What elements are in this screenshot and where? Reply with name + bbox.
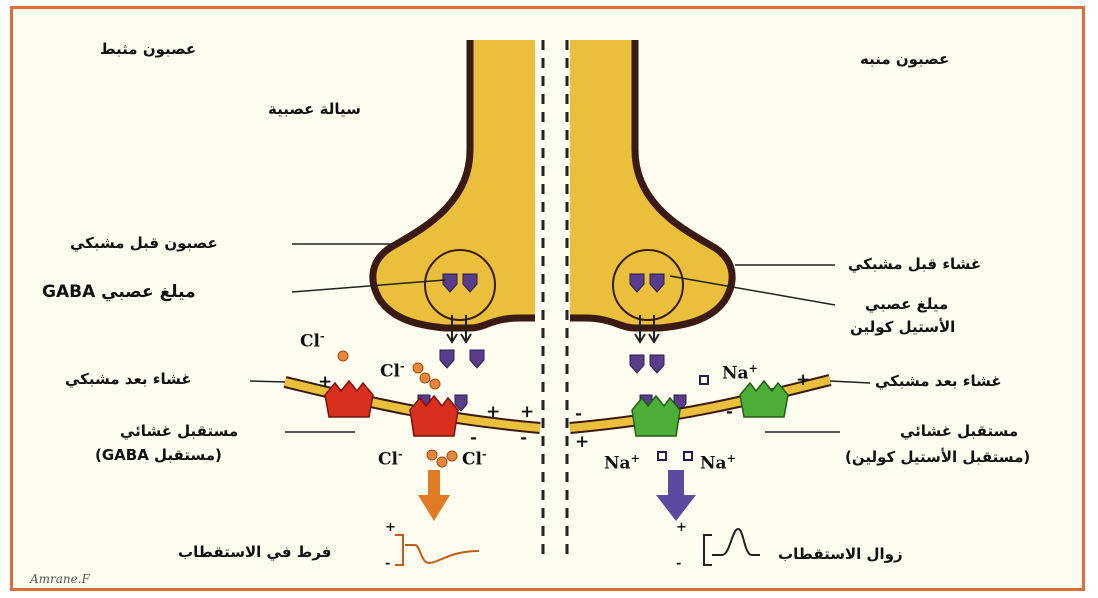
trace-plus-left: + — [385, 520, 396, 535]
label-membrane-receptor-left-2: (مستقبل GABA) — [95, 446, 222, 464]
gaba-receptor-2 — [410, 396, 458, 436]
hyperpolarization-trace — [395, 535, 479, 565]
label-presynaptic-membrane: غشاء قبل مشبكي — [848, 255, 981, 273]
depolarization-trace — [704, 529, 760, 565]
ion-na-inside-2: Na+ — [700, 452, 736, 474]
label-depolarization: زوال الاستقطاب — [778, 545, 903, 563]
ion-cl-inside-1: Cl- — [378, 448, 403, 470]
charge-minus-4: - — [726, 402, 733, 422]
trace-minus-left: - — [385, 556, 390, 571]
label-inhibitory-neuron: عصبون مثبط — [100, 40, 196, 58]
label-ach-transmitter-2: الأستيل كولين — [850, 318, 955, 336]
label-nerve-fluid: سيالة عصبية — [268, 100, 361, 118]
label-hyperpolarization: فرط في الاستقطاب — [178, 543, 331, 561]
label-gaba-transmitter: ميلغ عصبي GABA — [42, 282, 196, 302]
ach-receptor-1 — [632, 396, 680, 436]
ion-cl-inside-2: Cl- — [462, 448, 487, 470]
ion-cl-cleft: Cl- — [380, 360, 405, 382]
charge-minus-2: - — [520, 428, 527, 448]
label-membrane-receptor-left-1: مستقبل غشائي — [120, 422, 238, 440]
charge-plus-4: + — [575, 432, 589, 452]
charge-plus-5: + — [796, 370, 810, 390]
signature: Amrane.F — [30, 572, 90, 586]
charge-minus-1: - — [470, 428, 477, 448]
charge-minus-3: - — [575, 404, 582, 424]
charge-plus-3: + — [520, 402, 534, 422]
depolarization-arrow — [656, 470, 696, 521]
label-ach-transmitter-1: ميلغ عصبي — [865, 295, 948, 313]
ion-na-inside-1: Na+ — [604, 452, 640, 474]
ach-receptor-2 — [740, 381, 788, 417]
ion-cl-outside: Cl- — [300, 330, 325, 352]
trace-plus-right: + — [676, 520, 687, 535]
label-presynaptic-neuron: عصبون قبل مشبكي — [70, 234, 218, 252]
hyperpolarization-arrow — [418, 470, 450, 521]
label-postsynaptic-membrane-left: غشاء بعد مشبكي — [65, 370, 192, 388]
label-excitatory-neuron: عصبون منبه — [860, 50, 949, 68]
label-postsynaptic-membrane-right: غشاء بعد مشبكي — [875, 372, 1002, 390]
trace-minus-right: - — [676, 556, 681, 571]
ion-na-cleft: Na+ — [722, 362, 758, 384]
label-membrane-receptor-right-1: مستقبل غشائي — [900, 422, 1018, 440]
charge-plus-2: + — [486, 402, 500, 422]
charge-plus-1: + — [318, 372, 332, 392]
label-membrane-receptor-right-2: (مستقبل الأستيل كولين) — [845, 448, 1030, 466]
